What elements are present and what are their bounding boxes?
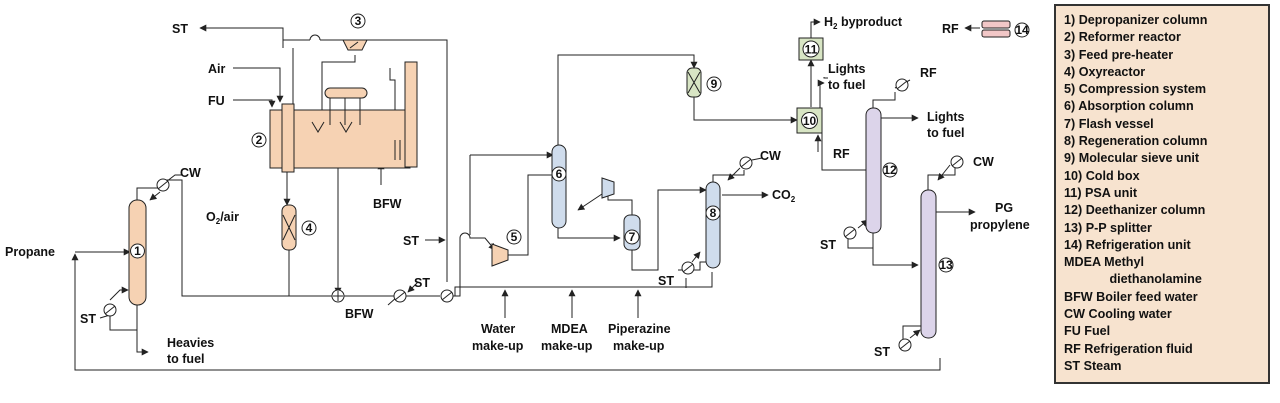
pp-splitter-column: 13 [920,189,954,339]
unit-number-7: 7 [629,230,636,244]
label-st-13: ST [874,345,890,359]
unit-number-9: 9 [711,77,718,91]
label-st-top: ST [172,22,188,36]
label-lights2-a: Lights [927,110,965,124]
legend-item: diethanolamine [1064,272,1202,287]
label-st-8: ST [658,274,674,288]
legend-item: CW Cooling water [1064,307,1172,322]
unit-number-14: 14 [1015,23,1029,37]
label-heavies-1: Heavies [167,336,214,350]
condenser-8 [739,156,753,170]
label-st-left: ST [80,312,96,326]
label-pg: PG [995,201,1013,215]
reboiler-8 [681,261,695,275]
legend-item: 10) Cold box [1064,168,1140,183]
deethanizer-column: 12 [865,107,898,234]
label-co2: CO2 [772,188,796,204]
unit-number-12: 12 [883,163,897,177]
cold-box: 10 [796,107,823,134]
label-pip-2: make-up [613,339,665,353]
label-lights1-a: Lights [828,62,866,76]
legend-item: 4) Oxyreactor [1064,64,1146,79]
reboiler-1 [103,303,117,317]
unit-number-6: 6 [556,167,563,181]
legend-item: BFW Boiler feed water [1064,289,1198,304]
label-o2air: O2/air [206,210,239,226]
recycle-compressor [601,177,615,199]
legend-item: 1) Depropanizer column [1064,13,1208,27]
legend-item: 8) Regeneration column [1064,134,1208,149]
unit-number-10: 10 [803,114,817,128]
legend: 1) Depropanizer column 2) Reformer reacto… [1054,4,1270,384]
molecular-sieve-unit: 9 [686,67,722,98]
label-fu: FU [208,94,225,108]
label-lights2-b: to fuel [927,126,965,140]
stream-labels: ST Air FU O2/air BFW BFW ST ST Propane C… [5,15,1030,366]
label-rf-12: RF [920,66,937,80]
label-mdea-1: MDEA [551,322,588,336]
legend-item: 14) Refrigeration unit [1064,237,1191,252]
feed-preheater: 3 [342,13,368,51]
unit-number-4: 4 [306,221,313,235]
unit-number-1: 1 [134,244,141,258]
refrigeration-unit: 14 [981,20,1030,38]
absorption-column: 6 [551,144,567,229]
unit-number-5: 5 [511,230,518,244]
depropanizer-column: 1 [128,199,147,306]
legend-item: ST Steam [1064,358,1122,373]
unit-number-11: 11 [805,43,818,57]
flash-vessel: 7 [623,214,641,251]
steam-exchanger [393,289,407,303]
label-water-2: make-up [472,339,524,353]
legend-item: MDEA Methyl [1064,255,1144,270]
condenser-12 [895,78,909,92]
label-heavies-2: to fuel [167,352,205,366]
legend-item: 12) Deethanizer column [1064,203,1206,218]
label-mdea-2: make-up [541,339,593,353]
label-lights1-b: to fuel [828,78,866,92]
reboiler-12 [843,226,857,240]
label-bfw-mid: BFW [373,197,402,211]
legend-item: 13) P-P splitter [1064,220,1152,235]
unit-number-3: 3 [355,14,362,28]
label-rf-10: RF [833,147,850,161]
oxyreactor: 4 [281,204,317,251]
label-cw-8: CW [760,149,781,163]
reformer-reactor: 2 [251,61,418,173]
label-pip-1: Piperazine [608,322,671,336]
psa-unit: 11 [798,37,824,61]
reboiler-13 [898,338,912,352]
legend-item: 9) Molecular sieve unit [1064,151,1200,166]
label-propylene: propylene [970,218,1030,232]
label-water-1: Water [481,322,515,336]
label-rf-top: RF [942,22,959,36]
legend-item: RF Refrigeration fluid [1064,341,1193,356]
legend-item: 6) Absorption column [1064,99,1194,114]
label-st-mid: ST [403,234,419,248]
label-propane: Propane [5,245,55,259]
label-cw-left: CW [180,166,201,180]
label-st-low: ST [414,276,430,290]
legend-item: 5) Compression system [1064,82,1207,97]
condenser-1 [156,178,170,192]
process-flow-diagram: 1 2 3 4 [5,13,1030,371]
unit-number-13: 13 [939,258,953,272]
legend-item: 2) Reformer reactor [1064,30,1181,45]
compression-system: 5 [491,229,522,267]
label-cw-13: CW [973,155,994,169]
legend-item: 3) Feed pre-heater [1064,47,1174,62]
legend-item: 7) Flash vessel [1064,116,1154,131]
regeneration-column: 8 [705,181,721,269]
legend-item: FU Fuel [1064,324,1111,339]
label-h2-byproduct: H2 byproduct [824,15,903,31]
label-air: Air [208,62,226,76]
unit-number-8: 8 [710,206,717,220]
legend-item: 11) PSA unit [1064,185,1138,200]
waste-heat-exchanger [331,289,345,303]
unit-number-2: 2 [256,133,263,147]
label-bfw-low: BFW [345,307,374,321]
condenser-13 [950,155,964,169]
process-exchanger [440,289,454,303]
label-st-12: ST [820,238,836,252]
